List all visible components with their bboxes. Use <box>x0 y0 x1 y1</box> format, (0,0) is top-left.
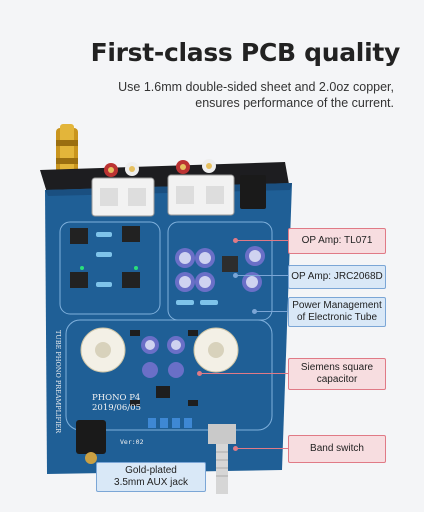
callout-band-switch-label: Band switch <box>310 443 364 454</box>
dot-tl071 <box>233 238 238 243</box>
callout-op-amp-jrc: OP Amp: JRC2068D <box>288 265 386 289</box>
board-ver: Ver:02 <box>120 438 144 446</box>
dot-jrc <box>233 273 238 278</box>
tube-sockets <box>80 327 239 373</box>
subline-line-2: ensures performance of the current. <box>195 96 394 110</box>
callout-power-management: Power Management of Electronic Tube <box>288 297 386 327</box>
callout-power-line-1: Power Management <box>292 300 382 311</box>
dot-cap <box>197 371 202 376</box>
headline: First-class PCB quality <box>90 38 401 67</box>
subline: Use 1.6mm double-sided sheet and 2.0oz c… <box>118 79 394 111</box>
callout-op-amp-tl071: OP Amp: TL071 <box>288 228 386 254</box>
rear-rca-jacks <box>104 159 216 177</box>
board-side-text: TUBE PHONO PREAMPLIFIER <box>54 330 62 434</box>
callout-capacitor-line-1: Siemens square <box>300 362 374 373</box>
board-model: PHONO P4 <box>92 393 140 403</box>
callout-capacitor-line-2: capacitor <box>316 374 358 385</box>
callout-op-amp-tl071-label: OP Amp: TL071 <box>301 235 373 246</box>
subline-line-1: Use 1.6mm double-sided sheet and 2.0oz c… <box>118 80 394 94</box>
leader-jrc <box>236 275 288 276</box>
callout-capacitor: Siemens square capacitor <box>288 358 386 390</box>
leader-power <box>255 311 288 312</box>
callout-aux-jack: Gold-plated 3.5mm AUX jack <box>96 462 206 492</box>
callout-aux-line-2: 3.5mm AUX jack <box>114 477 188 488</box>
dot-band <box>233 446 238 451</box>
white-rca-sockets <box>91 174 235 217</box>
callout-op-amp-jrc-label: OP Amp: JRC2068D <box>291 271 383 282</box>
callout-aux-line-1: Gold-plated <box>125 465 177 476</box>
leader-tl071 <box>236 240 296 241</box>
leader-cap <box>200 373 288 374</box>
leader-band <box>236 448 288 449</box>
dot-power <box>252 309 257 314</box>
board-date: 2019/06/05 <box>92 403 141 413</box>
callout-band-switch: Band switch <box>288 435 386 463</box>
callout-power-line-2: of Electronic Tube <box>296 312 378 323</box>
power-caps <box>175 246 265 292</box>
